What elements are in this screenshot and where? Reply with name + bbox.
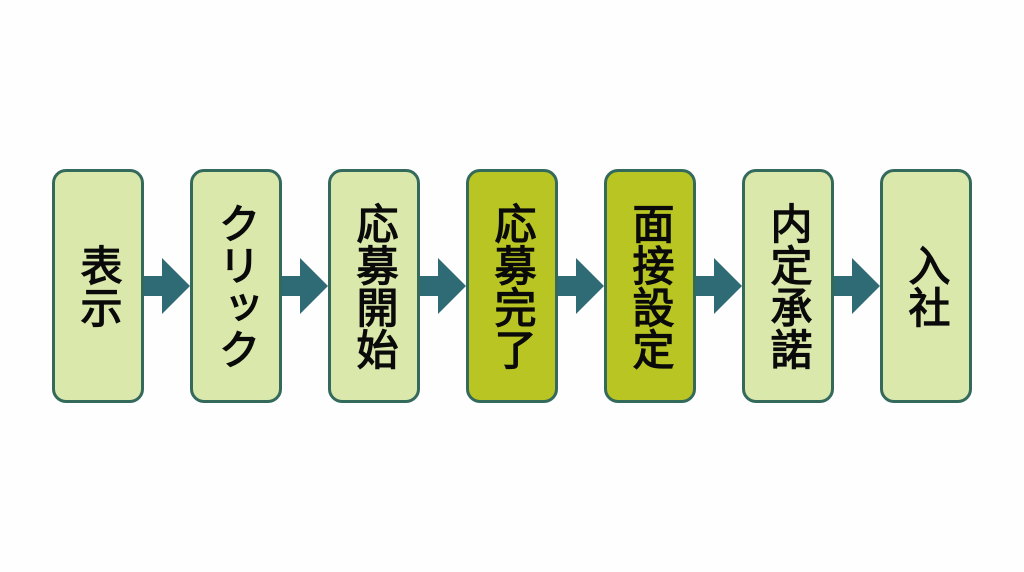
- arrow-right-icon: [282, 258, 328, 314]
- arrow-right-icon: [696, 258, 742, 314]
- step-application-start: 応募開始: [328, 169, 420, 403]
- step-click: クリック: [190, 169, 282, 403]
- arrow-right-icon: [558, 258, 604, 314]
- step-application-complete-label: 応募完了: [488, 202, 537, 370]
- arrow-right-icon: [420, 258, 466, 314]
- process-flow: 表示 クリック 応募開始 応募完了 面接設定 内定: [52, 169, 972, 403]
- step-offer-acceptance-label: 内定承諾: [764, 202, 813, 370]
- step-offer-acceptance: 内定承諾: [742, 169, 834, 403]
- step-interview-setup: 面接設定: [604, 169, 696, 403]
- arrow-right-icon: [144, 258, 190, 314]
- step-application-complete: 応募完了: [466, 169, 558, 403]
- step-application-start-label: 応募開始: [350, 202, 399, 370]
- arrow-right-icon: [834, 258, 880, 314]
- step-display: 表示: [52, 169, 144, 403]
- step-display-label: 表示: [74, 244, 123, 328]
- step-click-label: クリック: [212, 202, 261, 370]
- step-joining-company: 入社: [880, 169, 972, 403]
- step-interview-setup-label: 面接設定: [626, 202, 675, 370]
- step-joining-company-label: 入社: [902, 244, 951, 328]
